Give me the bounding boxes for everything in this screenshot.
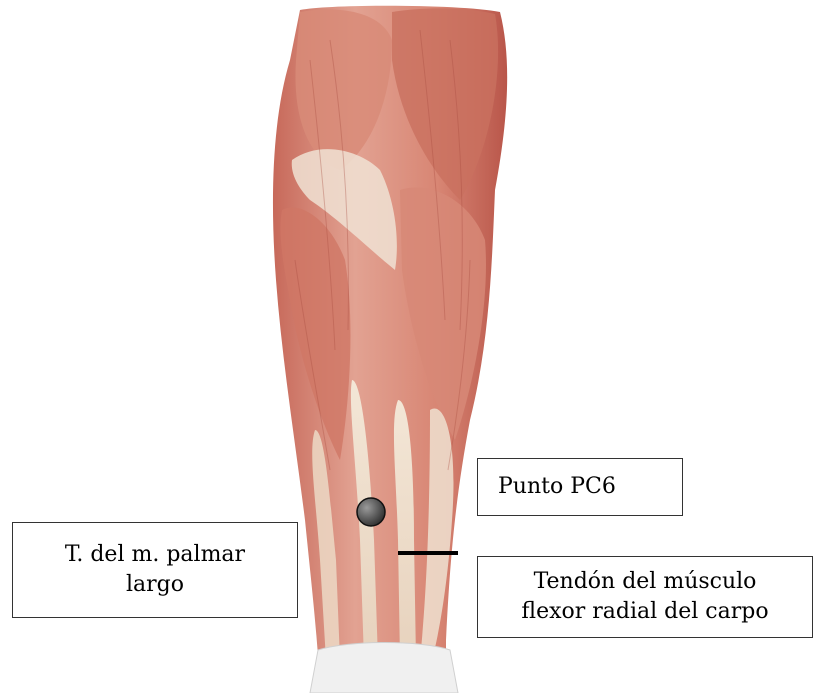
pc6-point-marker	[357, 498, 385, 526]
flexor-tendon-label-box: Tendón del músculo flexor radial del car…	[477, 556, 813, 638]
wrist-band	[310, 643, 458, 693]
pc6-label-box: Punto PC6	[477, 458, 683, 516]
palmaris-tendon-label-box: T. del m. palmar largo	[12, 522, 298, 618]
flexor-label-line-1: Tendón del músculo	[534, 567, 757, 597]
palmaris-label-line-2: largo	[126, 570, 184, 600]
flexor-label-line-2: flexor radial del carpo	[521, 597, 768, 627]
palmaris-label-line-1: T. del m. palmar	[65, 540, 245, 570]
pc6-label: Punto PC6	[498, 472, 616, 502]
